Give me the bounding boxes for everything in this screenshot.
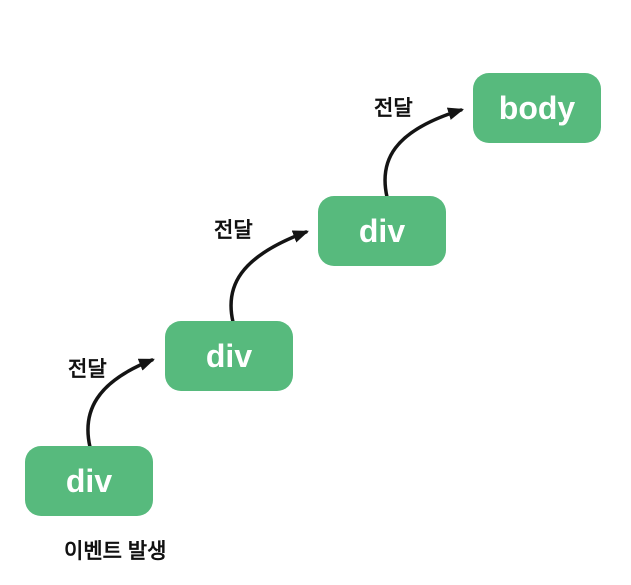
arrow-label-pass-1: 전달 [68, 358, 107, 381]
node-label: div [205, 337, 253, 374]
arrow-label-pass-2: 전달 [214, 219, 253, 242]
node-label: div [65, 462, 113, 499]
node-div-source: div [25, 446, 153, 516]
node-div-parent: div [165, 321, 293, 391]
arrow-div3-to-body [383, 107, 465, 199]
event-occurs-caption: 이벤트 발생 [64, 540, 167, 563]
node-label: div [358, 212, 406, 249]
node-label: body [498, 89, 576, 126]
node-div-grandparent: div [318, 196, 446, 266]
arrow-div2-to-div3 [229, 230, 309, 324]
arrow-div1-to-div2 [86, 358, 155, 449]
node-body: body [473, 73, 601, 143]
arrow-label-pass-3: 전달 [374, 97, 413, 120]
